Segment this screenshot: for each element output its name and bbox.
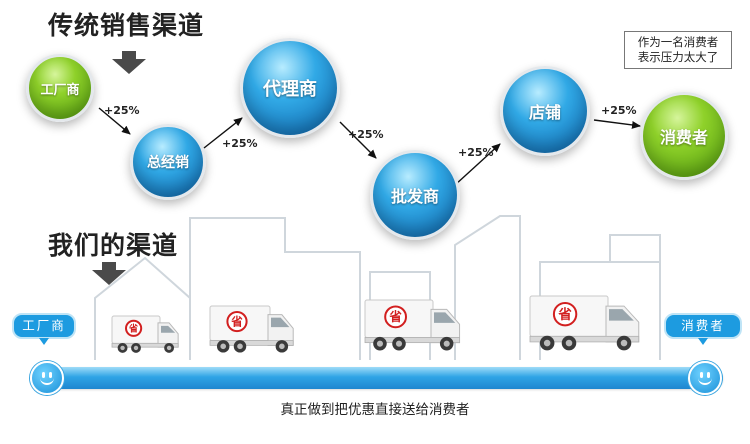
down-arrow-icon	[92, 262, 126, 285]
traditional-channel-heading: 传统销售渠道	[48, 11, 205, 40]
markup-label: +25%	[104, 104, 140, 117]
truck-badge-label: 省	[557, 306, 572, 323]
our-channel-heading: 我们的渠道	[48, 231, 179, 260]
node-wholesaler: 批发商	[370, 150, 460, 240]
connector-arrow-icon	[339, 121, 377, 159]
savings-badge-icon	[226, 310, 248, 333]
markup-label: +25%	[601, 104, 637, 117]
savings-badge-icon	[552, 301, 578, 327]
note-line: 作为一名消费者	[637, 35, 719, 49]
markup-label: +25%	[222, 137, 258, 150]
connector-arrow-icon	[203, 117, 243, 149]
connector-arrows	[98, 107, 641, 186]
truck-icon: 省	[209, 305, 294, 353]
node-consumer: 消费者	[640, 92, 728, 180]
savings-badge-icon	[125, 319, 143, 337]
truck-icon: 省	[111, 315, 179, 353]
direct-channel-bar	[33, 367, 723, 389]
trucks: 省省省省	[111, 295, 640, 353]
start-tag-factory: 工厂商	[12, 313, 76, 345]
truck-icon: 省	[529, 295, 640, 351]
smiley-icon	[688, 361, 722, 395]
node-agent: 代理商	[240, 38, 340, 138]
truck-badge-label: 省	[388, 309, 402, 324]
truck-icon: 省	[364, 299, 461, 351]
consumer-pressure-note: 作为一名消费者 表示压力太大了	[624, 31, 732, 69]
smiley-icon	[30, 361, 64, 395]
truck-badge-label: 省	[230, 315, 243, 329]
down-arrow-icon	[112, 51, 146, 74]
savings-badge-icon	[384, 305, 408, 329]
connector-arrow-icon	[593, 119, 641, 129]
node-distributor: 总经销	[130, 124, 206, 200]
truck-badge-label: 省	[128, 323, 138, 335]
markup-label: +25%	[458, 146, 494, 159]
end-tag-consumer: 消费者	[664, 313, 742, 345]
direct-channel-caption: 真正做到把优惠直接送给消费者	[280, 402, 470, 418]
node-factory: 工厂商	[26, 54, 94, 122]
connector-arrow-icon	[454, 143, 501, 186]
node-store: 店铺	[500, 66, 590, 156]
connector-arrow-icon	[98, 107, 131, 135]
markup-label: +25%	[348, 128, 384, 141]
note-line: 表示压力太大了	[637, 50, 719, 64]
